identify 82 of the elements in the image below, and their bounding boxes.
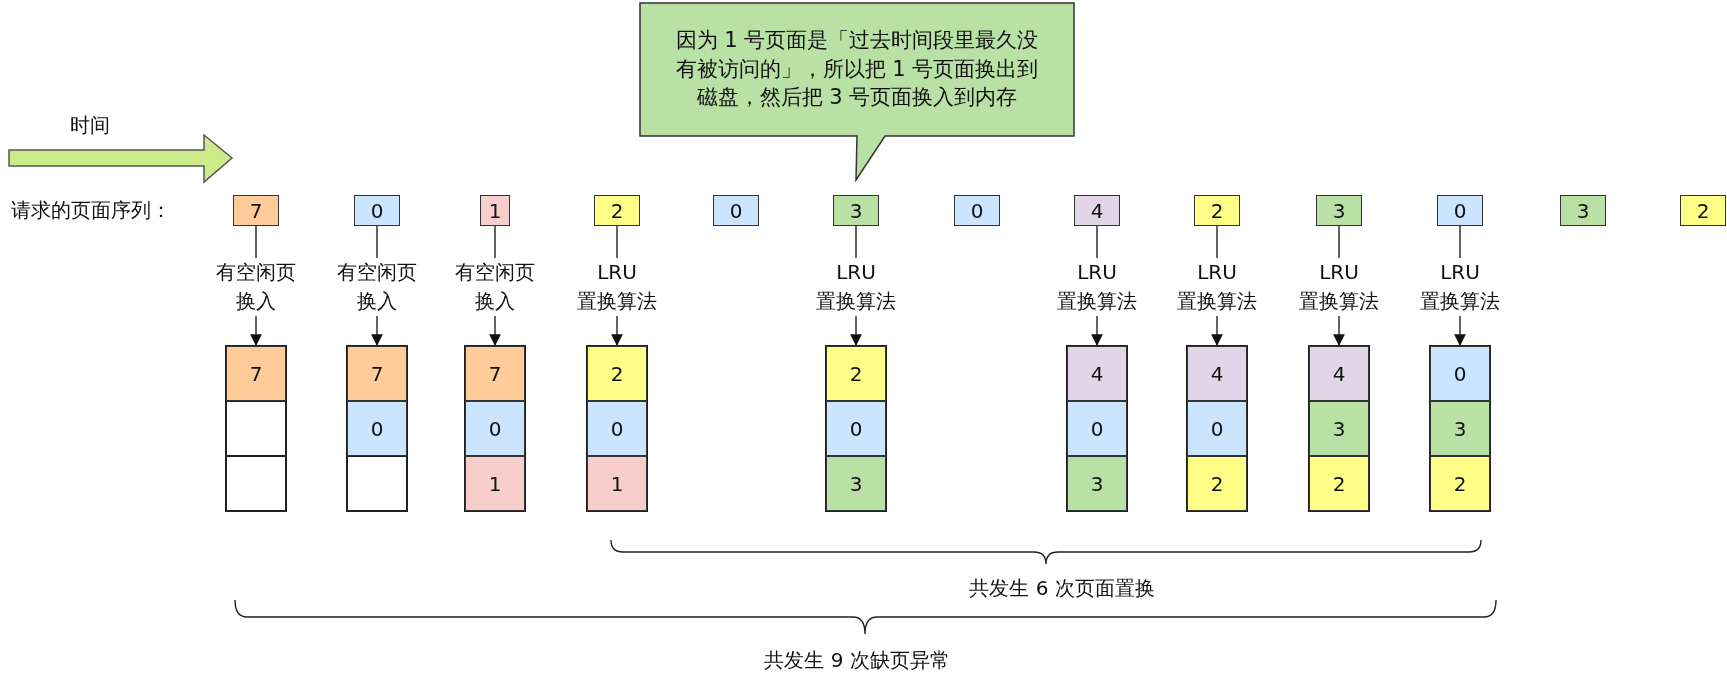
page-number-box: 7 bbox=[233, 195, 279, 226]
page-number-box: 4 bbox=[1074, 195, 1120, 226]
page-number-box: 0 bbox=[1437, 195, 1483, 226]
page-number-box: 1 bbox=[480, 195, 510, 226]
page-frame-column bbox=[1067, 346, 1127, 511]
arrow bbox=[1454, 315, 1466, 347]
page-frame-cell: 4 bbox=[1067, 346, 1127, 401]
page-frame-column bbox=[465, 346, 525, 511]
page-number-box: 2 bbox=[1680, 195, 1726, 226]
page-frame-cell: 3 bbox=[1430, 401, 1490, 456]
connector-line bbox=[1338, 225, 1340, 259]
step-label: 有空闲页换入 bbox=[211, 258, 301, 316]
callout-text: 因为 1 号页面是「过去时间段里最久没有被访问的」，所以把 1 号页面换出到磁盘，然后把 3 号页面换入到内存 bbox=[674, 27, 1040, 111]
step-label: LRU 置换算法 bbox=[572, 258, 662, 316]
page-frame-cell: 3 bbox=[1067, 456, 1127, 511]
arrow bbox=[371, 315, 383, 347]
arrow bbox=[489, 315, 501, 347]
page-number-box: 0 bbox=[354, 195, 400, 226]
page-frame-cell: 7 bbox=[465, 346, 525, 401]
connector-line bbox=[1459, 225, 1461, 259]
axis-label: 时间 bbox=[70, 112, 110, 139]
page-frame-cell: 4 bbox=[1309, 346, 1369, 401]
page-frame-cell: 2 bbox=[826, 346, 886, 401]
step-label: 有空闲页换入 bbox=[450, 258, 540, 316]
page-frame-column bbox=[826, 346, 886, 511]
arrow bbox=[250, 315, 262, 347]
page-frame-column bbox=[1430, 346, 1490, 511]
connector-line bbox=[855, 225, 857, 259]
page-frame-cell: 0 bbox=[1067, 401, 1127, 456]
arrow bbox=[1091, 315, 1103, 347]
page-number-box: 3 bbox=[1316, 195, 1362, 226]
page-frame-cell: 1 bbox=[587, 456, 647, 511]
arrow bbox=[1333, 315, 1345, 347]
page-frame-column bbox=[1187, 346, 1247, 511]
summary-label: 共发生 6 次页面置换 bbox=[969, 575, 1155, 602]
page-frame-cell: 0 bbox=[826, 401, 886, 456]
empty-frame-cell bbox=[347, 456, 407, 511]
page-frame-cell: 3 bbox=[826, 456, 886, 511]
page-frame-cell: 7 bbox=[226, 346, 286, 401]
page-frame-cell: 2 bbox=[587, 346, 647, 401]
page-number-box: 3 bbox=[833, 195, 879, 226]
page-number-box: 0 bbox=[713, 195, 759, 226]
empty-frame-cell bbox=[226, 456, 286, 511]
step-label: LRU 置换算法 bbox=[1052, 258, 1142, 316]
page-number-box: 3 bbox=[1560, 195, 1606, 226]
page-frame-cell: 2 bbox=[1430, 456, 1490, 511]
page-number-box: 2 bbox=[1194, 195, 1240, 226]
page-number-box: 2 bbox=[594, 195, 640, 226]
summary-label: 共发生 9 次缺页异常 bbox=[764, 647, 950, 674]
connector-line bbox=[494, 225, 496, 259]
page-frame-cell: 2 bbox=[1309, 456, 1369, 511]
page-frame-cell: 0 bbox=[1430, 346, 1490, 401]
connector-line bbox=[376, 225, 378, 259]
page-frame-cell: 1 bbox=[465, 456, 525, 511]
arrow bbox=[611, 315, 623, 347]
page-frame-cell: 0 bbox=[1187, 401, 1247, 456]
connector-line bbox=[255, 225, 257, 259]
row-label: 请求的页面序列： bbox=[11, 197, 171, 224]
page-number-box: 0 bbox=[954, 195, 1000, 226]
page-frame-cell: 7 bbox=[347, 346, 407, 401]
arrow bbox=[1211, 315, 1223, 347]
step-label: LRU 置换算法 bbox=[1294, 258, 1384, 316]
page-frame-column bbox=[587, 346, 647, 511]
page-frame-cell: 4 bbox=[1187, 346, 1247, 401]
page-frame-cell: 2 bbox=[1187, 456, 1247, 511]
connector-line bbox=[616, 225, 618, 259]
page-frame-column bbox=[347, 346, 407, 511]
page-frame-column bbox=[1309, 346, 1369, 511]
page-frame-cell: 0 bbox=[347, 401, 407, 456]
step-label: LRU 置换算法 bbox=[1172, 258, 1262, 316]
page-frame-cell: 0 bbox=[465, 401, 525, 456]
connector-line bbox=[1216, 225, 1218, 259]
step-label: LRU 置换算法 bbox=[811, 258, 901, 316]
connector-line bbox=[1096, 225, 1098, 259]
page-frame-cell: 0 bbox=[587, 401, 647, 456]
empty-frame-cell bbox=[226, 401, 286, 456]
step-label: LRU 置换算法 bbox=[1415, 258, 1505, 316]
step-label: 有空闲页换入 bbox=[332, 258, 422, 316]
page-frame-cell: 3 bbox=[1309, 401, 1369, 456]
arrow bbox=[850, 315, 862, 347]
speech-bubble bbox=[639, 2, 1075, 182]
page-frame-column bbox=[226, 346, 286, 511]
